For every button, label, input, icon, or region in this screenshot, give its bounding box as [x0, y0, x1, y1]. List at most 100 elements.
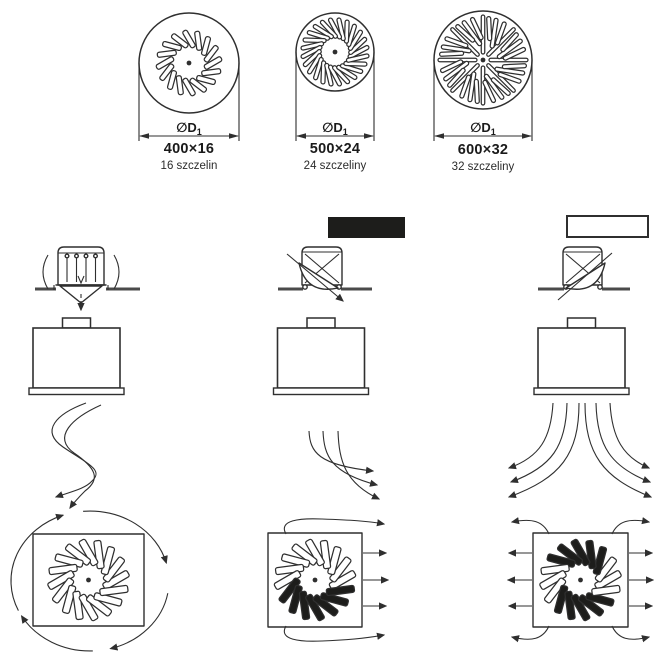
diagonal-arrow	[286, 253, 344, 302]
slot-open	[347, 44, 370, 60]
slot-open	[319, 19, 339, 39]
slot-open	[166, 70, 178, 90]
slot-open	[305, 538, 325, 567]
flow-arrow	[283, 518, 386, 535]
slot-open	[93, 592, 123, 607]
slot-open	[473, 78, 480, 105]
slot-ring	[539, 538, 622, 622]
diameter-label: ∅D1	[470, 120, 496, 137]
slot-open	[483, 73, 505, 100]
slot-open	[64, 543, 92, 566]
slot-open	[327, 64, 343, 87]
slot-open	[189, 77, 208, 93]
size-label: 600×32	[458, 142, 509, 158]
slot-open	[496, 38, 523, 60]
slot-open	[61, 584, 77, 615]
flow-arrow	[507, 402, 554, 470]
slot-open	[273, 570, 302, 590]
slot-open	[47, 570, 75, 590]
flow-arrow	[308, 430, 375, 474]
slot-open	[312, 56, 324, 81]
dimension	[295, 52, 375, 141]
bottom-view-two-way	[506, 517, 655, 643]
dimension-arrow	[522, 133, 532, 139]
slot-open	[182, 77, 196, 97]
slot-open	[346, 23, 358, 48]
slot-open	[300, 44, 323, 60]
slot-count-label: 32 szczeliny	[452, 161, 515, 173]
slot-open	[327, 545, 342, 576]
slot-open	[497, 71, 522, 84]
slot-open	[455, 24, 476, 43]
slot-open	[175, 75, 184, 96]
flow-arrow	[64, 404, 102, 510]
dimension-lines	[138, 52, 533, 141]
slot-open	[467, 71, 477, 103]
box-body	[32, 327, 121, 389]
slot-open	[336, 17, 346, 42]
box-body	[276, 327, 366, 389]
flow-arrow	[609, 402, 651, 469]
base-plate	[28, 387, 125, 396]
flow-arrow	[51, 402, 97, 499]
slot-open	[156, 49, 177, 58]
flow-arrow	[611, 625, 651, 643]
slot-open	[306, 29, 331, 41]
slot-open	[312, 23, 334, 40]
slot-open	[494, 21, 507, 46]
slot-open	[486, 15, 493, 42]
extension-line	[138, 63, 240, 141]
duct-stub	[306, 317, 336, 329]
slot-open	[594, 570, 622, 590]
slot-open	[443, 60, 470, 82]
tilted-disc	[298, 262, 339, 290]
slot-open	[328, 570, 357, 590]
plenum-box	[533, 317, 630, 396]
slot-open	[439, 59, 464, 74]
slot-closed	[592, 545, 608, 576]
slot-open	[302, 48, 322, 68]
top-view-500	[295, 12, 375, 92]
slot-closed	[319, 592, 350, 607]
extension-line	[295, 52, 375, 141]
flow-arrow	[584, 402, 653, 498]
labels-600: ∅D1 600×32 32 szczeliny	[452, 120, 515, 173]
slot-open	[85, 594, 113, 617]
open-slots-swatch	[566, 215, 649, 238]
slot-open	[99, 584, 129, 597]
plenum-boxes	[28, 317, 630, 396]
slot-open	[78, 538, 99, 567]
airflow-one-way	[308, 430, 381, 500]
top-view-400	[138, 12, 240, 114]
diameter-label: ∅D1	[176, 120, 202, 137]
plenum-box	[272, 317, 370, 396]
slot-ring	[47, 538, 130, 622]
labels-400: ∅D1 400×16 16 szczelin	[161, 120, 218, 172]
slot-open	[200, 36, 212, 56]
center-dot	[186, 60, 192, 66]
slot-open	[339, 63, 364, 75]
dimension-arrow	[296, 133, 306, 139]
swirl-arc-right	[113, 254, 120, 290]
slot-open	[469, 16, 484, 41]
slot-open	[182, 29, 196, 49]
slot-open	[162, 40, 182, 52]
slot-open	[482, 79, 497, 104]
slot-open	[348, 36, 368, 56]
slot-open	[444, 36, 469, 49]
labels-500: ∅D1 500×24 24 szczeliny	[304, 120, 367, 172]
slot-closed	[570, 538, 591, 567]
airflow-swirl	[51, 402, 102, 510]
slot-closed	[288, 584, 303, 615]
center-dot	[578, 577, 583, 583]
slot-closed	[305, 593, 325, 622]
center-dot	[332, 49, 338, 55]
rotation-arrow	[10, 513, 65, 611]
slot-open	[502, 46, 527, 61]
duct-stub	[61, 317, 92, 329]
slot-open	[501, 63, 528, 70]
slot-closed	[556, 543, 584, 566]
slot-closed	[553, 584, 569, 615]
base-plate	[272, 387, 370, 396]
